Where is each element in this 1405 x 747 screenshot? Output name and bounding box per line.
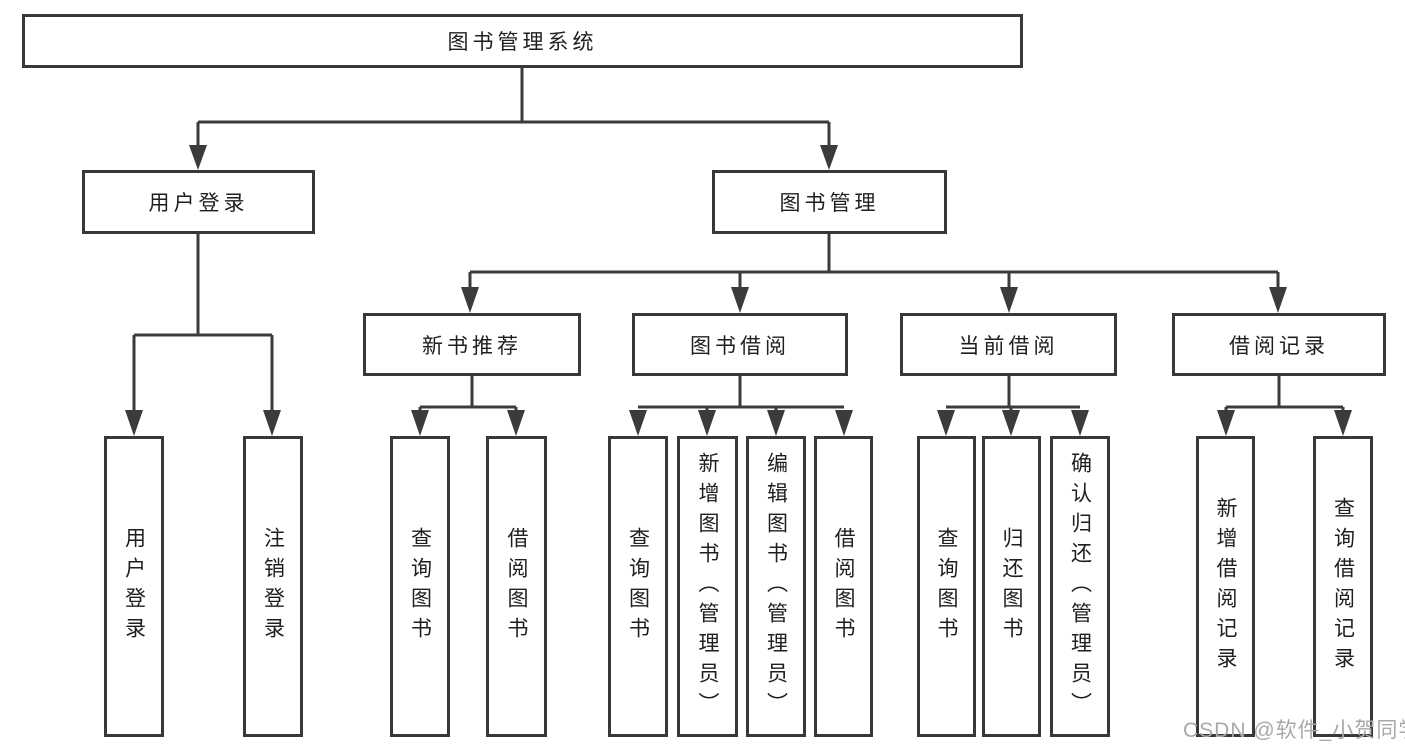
leaf-label: 借阅图书 xyxy=(505,526,528,647)
node-borrow-record-label: 借阅记录 xyxy=(1229,334,1329,358)
leaf-label: 查询图书 xyxy=(935,526,958,647)
connector-root-split xyxy=(189,68,838,170)
arrowhead xyxy=(937,410,955,436)
leaf-newrec-query-books: 查询图书 xyxy=(390,436,450,737)
arrowhead xyxy=(1269,287,1287,313)
leaf-add-books-admin: 新增图书（管理员） xyxy=(677,436,738,737)
arrowhead xyxy=(820,145,838,170)
leaf-logout: 注销登录 xyxy=(243,436,303,737)
arrowhead xyxy=(263,410,281,436)
arrowhead xyxy=(125,410,143,436)
leaf-label: 用户登录 xyxy=(122,526,146,647)
arrowhead xyxy=(1071,410,1089,436)
node-new-book-rec-label: 新书推荐 xyxy=(422,334,522,358)
connector-new-book-rec-split xyxy=(411,376,525,436)
arrowhead xyxy=(411,410,429,436)
arrowhead xyxy=(835,410,853,436)
node-book-mgmt-label: 图书管理 xyxy=(779,192,880,215)
connector-current-borrow-split xyxy=(937,376,1089,436)
connector-book-mgmt-split xyxy=(461,234,1287,313)
arrowhead xyxy=(1334,410,1352,436)
leaf-label: 编辑图书（管理员） xyxy=(764,451,788,722)
leaf-label: 归还图书 xyxy=(1000,526,1023,647)
leaf-label: 新增图书（管理员） xyxy=(696,451,719,722)
connector-user-login-split xyxy=(125,234,281,436)
arrowhead xyxy=(1002,410,1020,436)
node-borrow-record: 借阅记录 xyxy=(1172,313,1386,376)
leaf-label: 查询图书 xyxy=(626,526,650,647)
arrowhead xyxy=(698,410,716,436)
leaf-add-borrow-record: 新增借阅记录 xyxy=(1196,436,1255,737)
node-book-borrow: 图书借阅 xyxy=(632,313,848,376)
leaf-label: 查询借阅记录 xyxy=(1331,496,1355,677)
arrowhead xyxy=(1217,410,1235,436)
arrowhead xyxy=(731,287,749,313)
leaf-user-login: 用户登录 xyxy=(104,436,164,737)
leaf-label: 借阅图书 xyxy=(832,526,855,647)
node-new-book-rec: 新书推荐 xyxy=(363,313,581,376)
node-root: 图书管理系统 xyxy=(22,14,1023,68)
leaf-current-query-books: 查询图书 xyxy=(917,436,976,737)
leaf-label: 查询图书 xyxy=(408,526,432,647)
leaf-query-borrow-record: 查询借阅记录 xyxy=(1313,436,1373,737)
node-root-label: 图书管理系统 xyxy=(447,31,598,54)
leaf-borrow-books: 借阅图书 xyxy=(814,436,873,737)
connector-borrow-record-split xyxy=(1217,376,1352,436)
arrowhead xyxy=(1000,287,1018,313)
arrowhead xyxy=(461,287,479,313)
node-book-borrow-label: 图书借阅 xyxy=(690,334,790,358)
arrowhead xyxy=(507,410,525,436)
leaf-edit-books-admin: 编辑图书（管理员） xyxy=(746,436,806,737)
leaf-label: 注销登录 xyxy=(261,526,285,647)
leaf-borrow-query-books: 查询图书 xyxy=(608,436,668,737)
leaf-return-books: 归还图书 xyxy=(982,436,1041,737)
arrowhead xyxy=(189,145,207,170)
node-user-login-label: 用户登录 xyxy=(148,192,249,215)
leaf-label: 新增借阅记录 xyxy=(1214,496,1237,677)
arrowhead xyxy=(629,410,647,436)
leaf-newrec-borrow-books: 借阅图书 xyxy=(486,436,547,737)
leaf-label: 确认归还（管理员） xyxy=(1068,451,1092,722)
node-book-mgmt: 图书管理 xyxy=(712,170,947,234)
csdn-watermark: CSDN @软件_小贺同学 xyxy=(1183,719,1405,742)
arrowhead xyxy=(767,410,785,436)
node-current-borrow: 当前借阅 xyxy=(900,313,1117,376)
connector-book-borrow-split xyxy=(629,376,853,436)
leaf-confirm-return-admin: 确认归还（管理员） xyxy=(1050,436,1110,737)
node-user-login: 用户登录 xyxy=(82,170,315,234)
node-current-borrow-label: 当前借阅 xyxy=(958,334,1059,358)
